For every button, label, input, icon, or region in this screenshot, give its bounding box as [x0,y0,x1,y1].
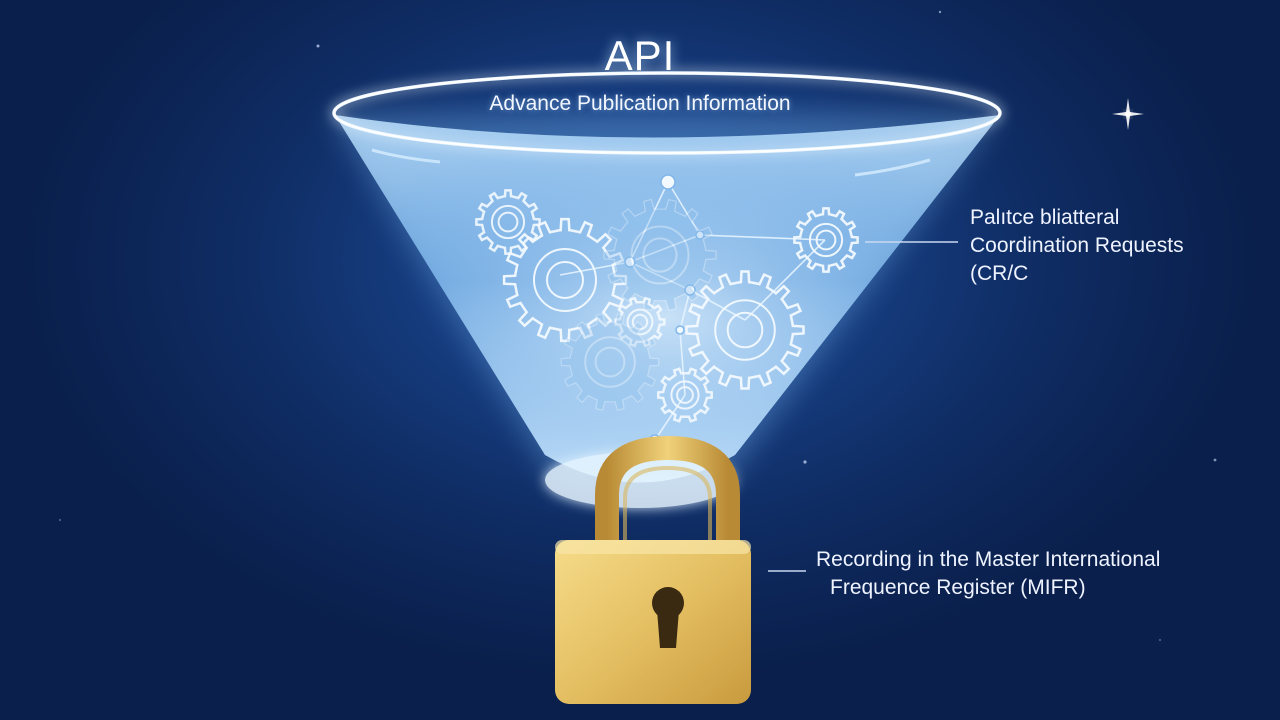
label-coordination: Palıtce bliatteral Coordination Requests… [970,204,1270,288]
background-stars [59,10,1217,641]
padlock-shackle [595,435,740,548]
gear-icon [685,270,805,390]
padlock-body [555,540,751,704]
network-links [559,181,826,441]
diagram-title: API [604,32,676,79]
label-coordination-line1: Palıtce bliatteral [970,206,1120,229]
diagram-subtitle: Advance Publication Information [489,92,791,115]
label-recording: Recording in the Master International Fr… [816,546,1256,602]
label-recording-line1: Recording in the Master International [816,548,1161,571]
keyhole-icon [652,587,684,648]
gear-icon [502,217,628,343]
label-recording-line2: Frequence Register (MIFR) [830,576,1086,599]
funnel-bottom-glow [545,452,735,508]
padlock-icon [555,435,751,704]
gear-icon [657,367,713,423]
gear-icon [603,198,717,312]
star-sparkle-icon [1112,98,1144,130]
label-coordination-line3: (CR/C [970,262,1029,285]
gear-icon [560,313,660,411]
gear-icon [614,296,666,348]
label-coordination-line2: Coordination Requests [970,234,1184,257]
gear-icon [793,207,859,273]
gears-group [475,189,859,423]
